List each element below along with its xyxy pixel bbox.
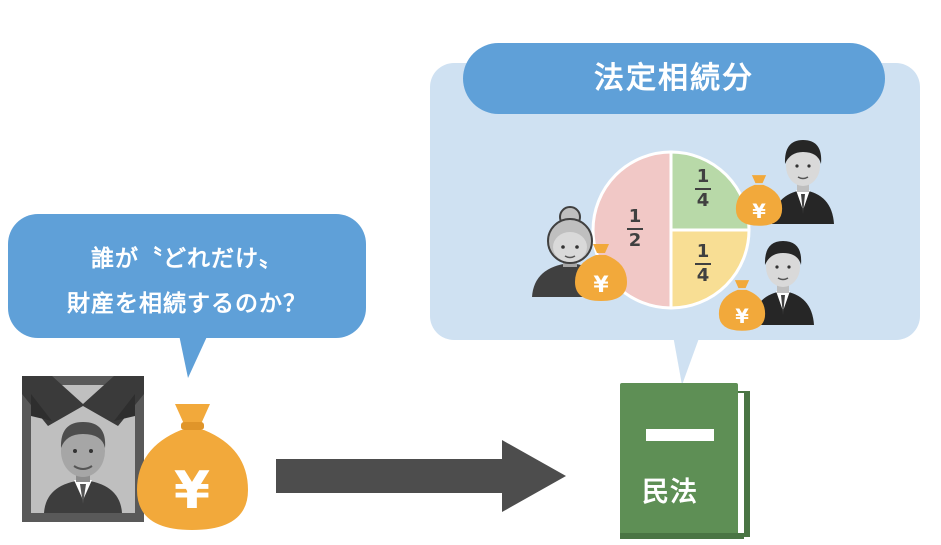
question-line-1: 誰が〝どれだけ〟	[91, 246, 283, 272]
question-bubble: 誰が〝どれだけ〟 財産を相続するのか？	[8, 214, 366, 338]
money-bag-yen-symbol: ¥	[174, 461, 210, 521]
money-bag-icon: ¥	[718, 280, 766, 331]
book-icon	[620, 383, 750, 539]
man-icon	[772, 140, 834, 224]
statutory-share-panel-tail	[672, 330, 702, 385]
question-bubble-tail	[178, 330, 210, 378]
pie-slice-quarter-bottom	[669, 228, 751, 310]
fraction-half: 1 2	[620, 206, 650, 252]
deceased-portrait-icon	[22, 376, 144, 522]
fraction-quarter-top-denominator: 4	[696, 190, 710, 211]
fraction-quarter-top-numerator: 1	[695, 166, 711, 190]
fraction-quarter-bottom-numerator: 1	[695, 241, 711, 265]
fraction-half-numerator: 1	[627, 206, 643, 230]
statutory-share-title: 法定相続分	[594, 61, 754, 96]
money-bag-icon: ¥	[575, 244, 627, 301]
fraction-half-denominator: 2	[628, 230, 642, 251]
money-bag-yen-symbol: ¥	[593, 273, 609, 298]
statutory-share-title-pill: 法定相続分	[463, 43, 885, 114]
money-bag-icon: ¥	[137, 404, 248, 530]
question-line-2: 財産を相続するのか？	[67, 291, 307, 317]
arrow-right-icon	[276, 440, 566, 512]
money-bag-yen-symbol: ¥	[735, 305, 749, 328]
money-bag-yen-symbol: ¥	[752, 200, 766, 223]
fraction-quarter-top: 1 4	[688, 166, 718, 212]
man-icon	[752, 241, 814, 325]
money-bag-icon: ¥	[735, 175, 783, 226]
book-label: 民法	[642, 477, 698, 508]
fraction-quarter-bottom: 1 4	[688, 241, 718, 287]
fraction-quarter-bottom-denominator: 4	[696, 265, 710, 286]
